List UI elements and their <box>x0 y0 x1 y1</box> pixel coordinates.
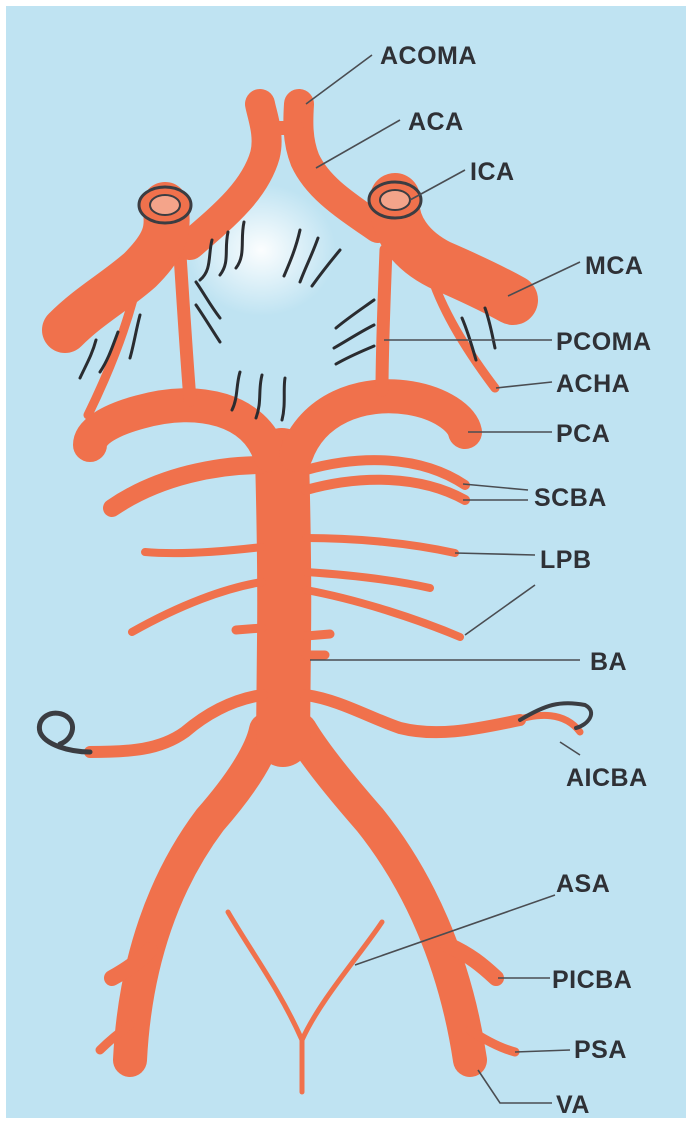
label-va: VA <box>556 1091 590 1119</box>
label-pca: PCA <box>556 420 610 448</box>
pcoma-right <box>382 250 386 390</box>
label-aicba: AICBA <box>566 764 648 792</box>
label-ba: BA <box>590 648 627 676</box>
ba-stub-left <box>236 628 262 630</box>
label-mca: MCA <box>585 252 643 280</box>
label-scba: SCBA <box>534 484 607 512</box>
label-acha: ACHA <box>556 370 630 398</box>
label-asa: ASA <box>556 870 610 898</box>
label-aca: ACA <box>408 108 464 136</box>
basilar-artery <box>282 455 284 740</box>
ba-stub-right-1 <box>306 634 330 636</box>
label-acoma: ACOMA <box>380 42 477 70</box>
label-psa: PSA <box>574 1036 627 1064</box>
label-pcoma: PCOMA <box>556 328 652 356</box>
ica-left-lumen <box>150 195 180 215</box>
label-ica: ICA <box>470 158 515 186</box>
label-picba: PICBA <box>552 966 632 994</box>
label-lpb: LPB <box>540 546 592 574</box>
ica-right-lumen <box>380 190 410 210</box>
